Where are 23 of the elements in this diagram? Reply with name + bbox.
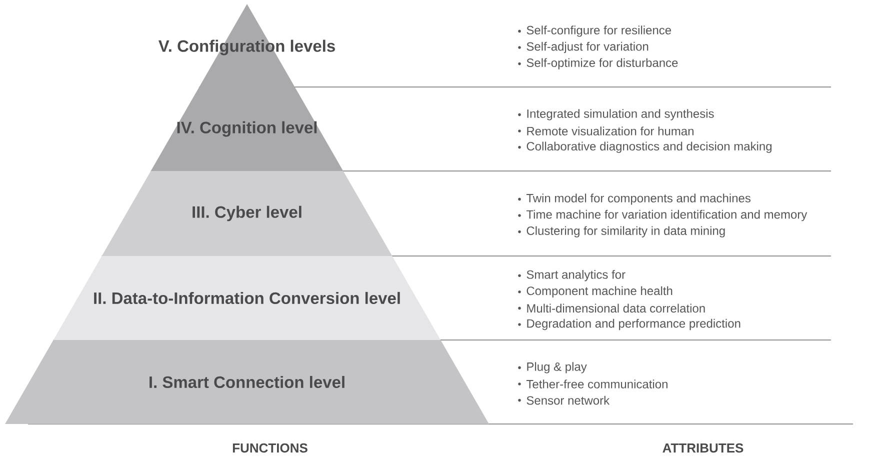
column-heading: FUNCTIONS [232, 443, 308, 453]
pyramid-band: I. Smart Connection level [5, 340, 489, 424]
bullet-text: Component machine health [526, 286, 672, 298]
bullet-text: Multi-dimensional data correlation [527, 304, 705, 313]
bullet-text: Self-configure for resilience [526, 26, 672, 37]
bullet-text: Sensor network [526, 396, 610, 405]
bullet-text: Plug & play [527, 362, 587, 374]
bullet-text: Degradation and performance prediction [527, 318, 740, 330]
bullet-text: Self-optimize for disturbance [526, 58, 678, 70]
bullet-text: Clustering for similarity in data mining [526, 226, 725, 238]
bullet-text: Time machine for variation identification and memory [526, 210, 808, 222]
bullet-text: Integrated simulation and synthesis [527, 109, 714, 120]
bullet-text: Self-adjust for variation [526, 42, 648, 54]
bullet-text: Remote visualization for human [527, 126, 694, 136]
pyramid-band: III. Cyber level [102, 171, 392, 256]
bullet-text: Tether-free communication [526, 380, 668, 388]
node-label: V. Configuration levels [158, 40, 335, 56]
pyramid-band: II. Data-to-Information Conversion level [53, 256, 441, 340]
bullet-text: Smart analytics for [526, 270, 626, 282]
bullet-text: Twin model for components and machines [526, 194, 750, 205]
column-heading: ATTRIBUTES [662, 443, 744, 453]
bullet-text: Collaborative diagnostics and decision making [526, 142, 772, 153]
pyramid-band: V. Configuration levels [158, 4, 335, 87]
